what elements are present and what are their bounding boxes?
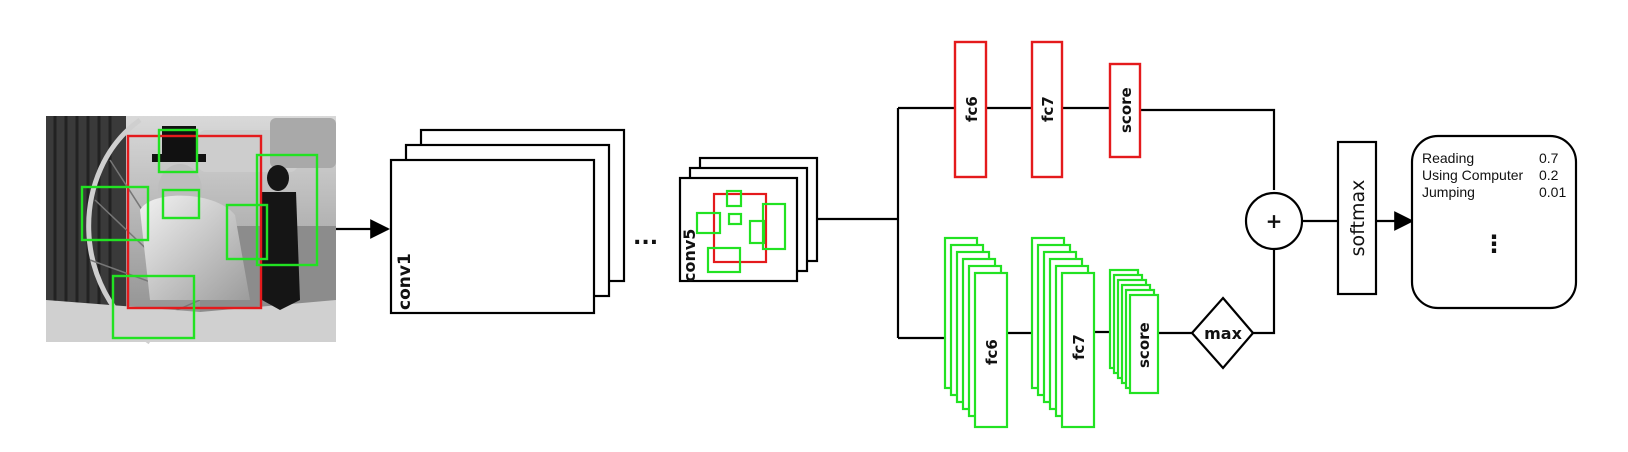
secondary-fc6-label: fc6 bbox=[983, 339, 1001, 365]
primary-fc6-box bbox=[953, 40, 988, 179]
primary-fc7-label: fc7 bbox=[1039, 96, 1057, 122]
max-label: max bbox=[1204, 324, 1242, 343]
output-row-value: 0.2 bbox=[1539, 167, 1559, 183]
primary-fc7-box bbox=[1030, 40, 1064, 179]
secondary-fc7-label: fc7 bbox=[1070, 334, 1088, 360]
output-row-value: 0.01 bbox=[1539, 184, 1566, 200]
primary-score-box bbox=[1108, 62, 1142, 159]
conv5-secondary-region bbox=[706, 246, 742, 274]
conv5-secondary-region bbox=[761, 202, 787, 251]
primary-fc6-label: fc6 bbox=[963, 96, 981, 122]
secondary-fc7-box bbox=[1060, 271, 1096, 429]
secondary-region-box bbox=[225, 203, 269, 261]
photo-region-boxes bbox=[80, 128, 319, 340]
max-node: max bbox=[1190, 296, 1255, 370]
output-row-label: Jumping bbox=[1422, 184, 1475, 200]
softmax-label: softmax bbox=[1347, 180, 1369, 257]
conv1-stack: conv1 bbox=[389, 128, 626, 315]
secondary-region-box bbox=[111, 274, 196, 340]
output-row-value: 0.7 bbox=[1539, 150, 1559, 166]
layers-ellipsis: ... bbox=[633, 225, 658, 250]
conv1-label: conv1 bbox=[395, 253, 415, 310]
input-photo bbox=[46, 116, 336, 345]
primary-score-label: score bbox=[1117, 87, 1135, 133]
secondary-region-box bbox=[255, 153, 319, 267]
secondary-score-box bbox=[1128, 293, 1160, 395]
conv5-secondary-region bbox=[727, 212, 743, 226]
secondary-region-box bbox=[80, 185, 150, 242]
softmax-node: softmax bbox=[1336, 140, 1378, 296]
secondary-branch bbox=[943, 236, 1160, 429]
conv5-secondary-region bbox=[725, 189, 743, 208]
secondary-region-box bbox=[157, 128, 199, 174]
conv5-label: conv5 bbox=[680, 229, 699, 282]
sum-node: + bbox=[1244, 191, 1304, 251]
output-more-ellipsis: ⋮ bbox=[1482, 230, 1506, 258]
output-row-label: Using Computer bbox=[1422, 167, 1523, 183]
plus-label: + bbox=[1266, 209, 1283, 233]
secondary-fc6-box bbox=[973, 271, 1009, 429]
primary-branch: fc6 fc7 score bbox=[953, 40, 1142, 179]
output-row-label: Reading bbox=[1422, 150, 1474, 166]
conv5-secondary-region bbox=[695, 211, 722, 235]
secondary-region-box bbox=[161, 188, 201, 220]
conv5-stack: conv5 bbox=[678, 156, 819, 283]
output-box: Reading 0.7 Using Computer 0.2 Jumping 0… bbox=[1410, 134, 1578, 310]
secondary-score-label: score bbox=[1135, 322, 1153, 368]
